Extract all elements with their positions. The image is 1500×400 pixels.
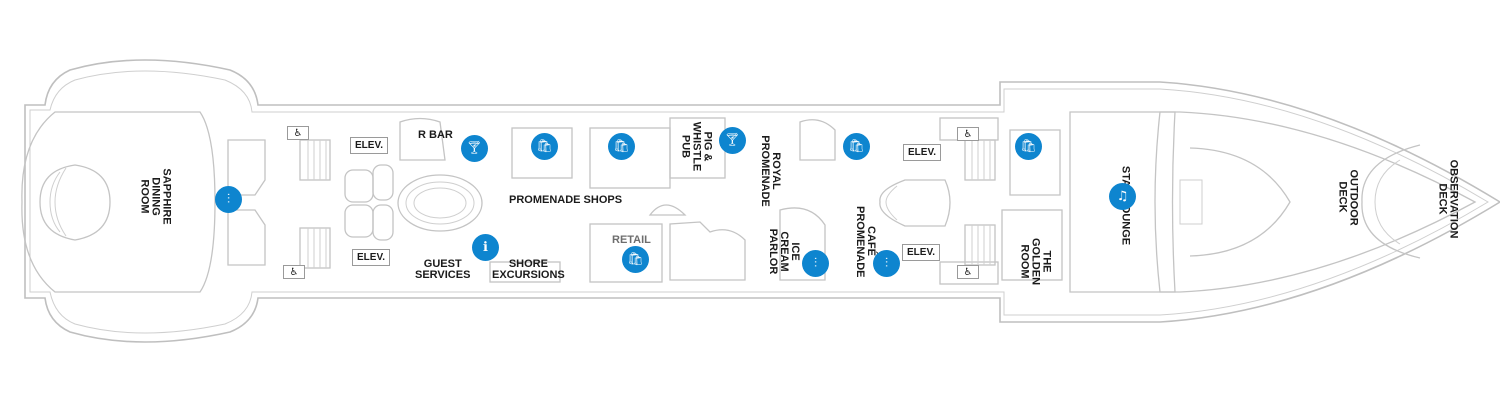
dining-stair xyxy=(39,164,111,241)
promenade-shops-label: PROMENADE SHOPS xyxy=(509,194,623,206)
cocktail-bar-icon[interactable]: 🍸︎ xyxy=(461,135,488,162)
shopping-icon[interactable]: 🛍︎ xyxy=(843,133,870,160)
atrium xyxy=(397,174,483,232)
dining-icon[interactable]: ⫶ xyxy=(215,186,242,213)
forward-deck-wall xyxy=(1154,111,1477,293)
observation-deck-label: OBSERVATION DECK xyxy=(1436,159,1460,239)
restroom-icon: ♿︎ xyxy=(957,265,979,279)
shore-excursions-label: SHORE EXCURSIONS xyxy=(492,258,565,281)
outdoor-deck-label: OUTDOOR DECK xyxy=(1336,169,1360,226)
r-bar-label: R BAR xyxy=(418,129,453,141)
shopping-icon[interactable]: 🛍︎ xyxy=(622,246,649,273)
sapphire-dining-room-label: SAPPHIRE DINING ROOM xyxy=(138,168,173,225)
elevator-label: ELEV. xyxy=(352,249,390,266)
guest-services-icon[interactable]: ℹ︎ xyxy=(472,234,499,261)
shopping-icon[interactable]: 🛍︎ xyxy=(531,133,558,160)
dining-icon[interactable]: ⫶ xyxy=(873,250,900,277)
guest-services-label: GUEST SERVICES xyxy=(415,258,471,281)
lounge-icon[interactable]: ♫ xyxy=(1109,183,1136,210)
retail-label: RETAIL xyxy=(612,234,651,246)
shopping-icon[interactable]: 🛍︎ xyxy=(1015,133,1042,160)
royal-promenade-label: ROYAL PROMENADE xyxy=(759,135,782,207)
elevator-label: ELEV. xyxy=(350,137,388,154)
dining-room-wall xyxy=(21,111,216,293)
elevator-label: ELEV. xyxy=(903,144,941,161)
golden-room-label: THE GOLDEN ROOM xyxy=(1018,237,1053,286)
hull-inner xyxy=(29,70,1489,334)
restroom-icon: ♿︎ xyxy=(283,265,305,279)
star-lounge-wall xyxy=(1069,111,1176,293)
shopping-icon[interactable]: 🛍︎ xyxy=(608,133,635,160)
cocktail-bar-icon[interactable]: 🍸︎ xyxy=(719,127,746,154)
restroom-icon: ♿︎ xyxy=(287,126,309,140)
observation-deck-wall xyxy=(1361,144,1421,259)
dining-icon[interactable]: ⫶ xyxy=(802,250,829,277)
ice-cream-parlor-label: ICE CREAM PARLOR xyxy=(767,228,801,275)
elevator-label: ELEV. xyxy=(902,244,940,261)
restroom-icon: ♿︎ xyxy=(957,127,979,141)
pig-whistle-pub-label: PIG & WHISTLE PUB xyxy=(679,121,714,172)
